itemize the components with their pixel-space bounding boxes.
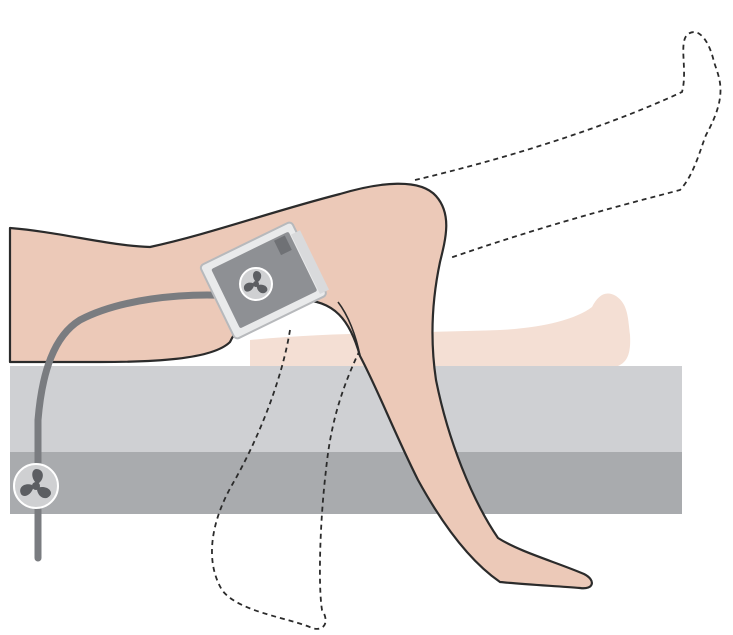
fan-icon [240, 268, 272, 300]
table-top [10, 366, 682, 452]
raised-leg-outline [415, 32, 721, 258]
fan-icon [14, 464, 58, 508]
table-side [10, 452, 682, 514]
